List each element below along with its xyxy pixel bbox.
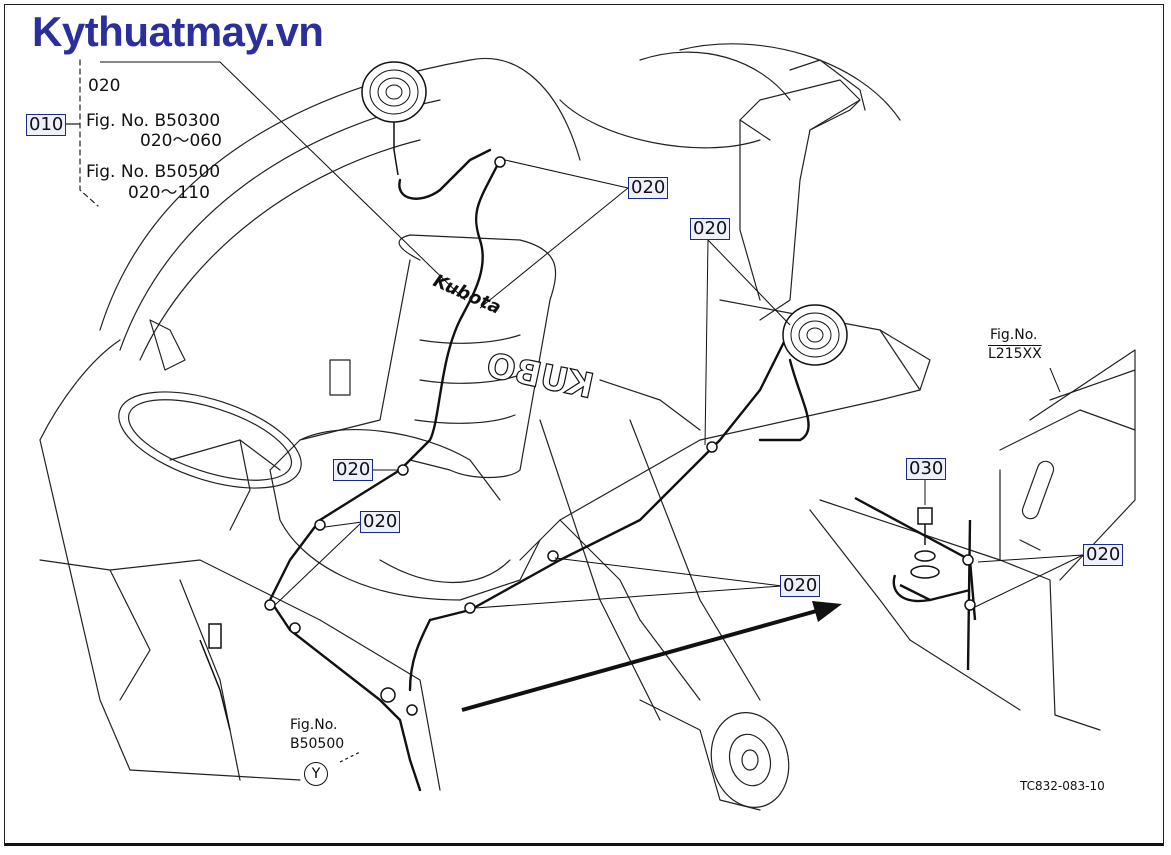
seat-back xyxy=(398,234,557,479)
callout-020: 020 xyxy=(333,459,374,481)
callout-020: 020 xyxy=(780,575,821,597)
watermark: Kythuatmay.vn xyxy=(32,8,324,55)
reference-fig-2-range: 020～110 xyxy=(128,183,210,203)
wiring-harness xyxy=(268,148,810,792)
seat-lever xyxy=(329,359,351,396)
reference-fig-1-range: 020～060 xyxy=(140,131,222,151)
work-lamp-left xyxy=(361,61,427,176)
callout-020: 020 xyxy=(1083,544,1124,566)
inset-wiring xyxy=(854,496,977,671)
reference-fig-2: Fig. No. B50500 xyxy=(86,162,221,182)
callout-030: 030 xyxy=(906,458,947,480)
callout-010: 010 xyxy=(26,114,67,136)
fender-handle xyxy=(149,319,186,371)
rops-pillar xyxy=(739,79,861,321)
fig-b50500-number: B50500 xyxy=(290,736,345,752)
right-fender-panel xyxy=(699,299,931,441)
reference-fig-1: Fig. No. B50300 xyxy=(86,111,221,131)
reference-item: 020 xyxy=(88,76,121,96)
fig-b50500-label: Fig.No. xyxy=(290,717,338,733)
harness-connector xyxy=(208,623,222,649)
reference-bracket xyxy=(79,59,99,207)
drawing-code: TC832-083-10 xyxy=(1020,779,1105,793)
bolt-030 xyxy=(910,507,940,579)
harness-connector-lead xyxy=(199,639,231,731)
axle-flange xyxy=(710,712,790,808)
seat-brand-text: Kubota xyxy=(430,270,504,318)
view-y-arrow xyxy=(339,751,361,763)
view-y-marker: Y xyxy=(304,762,328,786)
steering-wheel xyxy=(118,391,302,489)
fig-l215-label: Fig.No. xyxy=(990,327,1038,343)
callout-020: 020 xyxy=(690,218,731,240)
fig-l215-number: L215XX xyxy=(988,346,1042,362)
drawing-frame xyxy=(4,4,1164,846)
work-lamp-right xyxy=(782,304,848,366)
callout-020: 020 xyxy=(628,177,669,199)
callout-020: 020 xyxy=(360,511,401,533)
view-arrow xyxy=(461,601,842,712)
inset-slot xyxy=(1021,460,1055,520)
clamps xyxy=(264,156,976,716)
leader-lines xyxy=(100,61,1084,609)
